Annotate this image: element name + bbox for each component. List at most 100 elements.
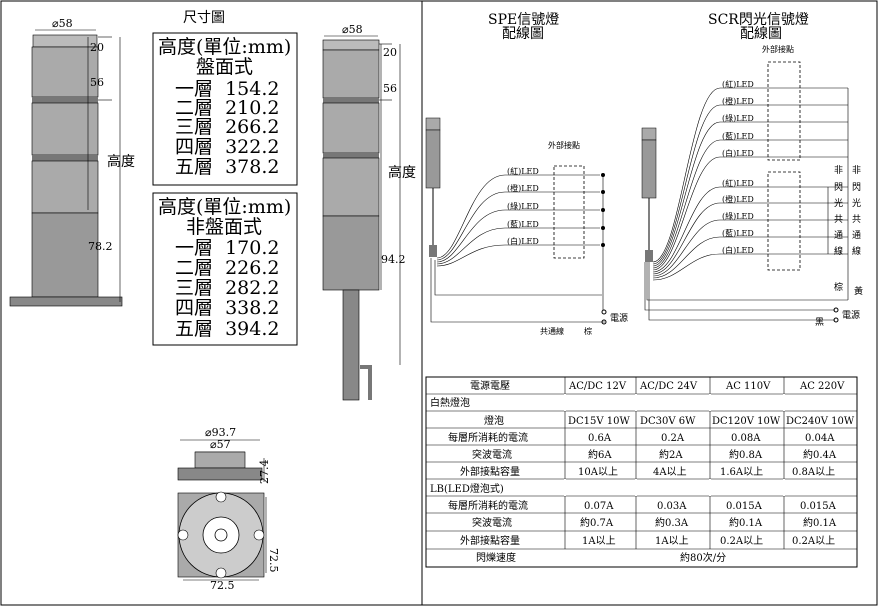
- nonpanel-sub: 非盤面式: [186, 216, 262, 238]
- r2-c4: 0.04A: [805, 433, 835, 444]
- r2-c3: 0.08A: [731, 433, 761, 444]
- r2-c0: 每層所消耗的電流: [448, 431, 528, 444]
- dim-d58-left: ⌀58: [52, 17, 73, 30]
- dim-d93-7: ⌀93.7: [205, 426, 236, 439]
- spe-common-label: 共通線: [540, 326, 564, 336]
- flash-value: 約80次/分: [680, 551, 726, 564]
- scr-col1-0: 非: [852, 164, 861, 176]
- r6-c0: 突波電流: [472, 516, 512, 529]
- scr-col1-4: 通: [852, 230, 861, 241]
- nonpanel-row-2: 二層 226.2: [175, 257, 279, 279]
- r3-c0: 突波電流: [472, 448, 512, 461]
- panel-header: 高度(單位:mm): [158, 36, 291, 58]
- scr-title-2: 配線圖: [740, 26, 782, 42]
- scr-title-1: SCR閃光信號燈: [708, 12, 809, 28]
- scr-led2-green: (綠)LED: [722, 211, 754, 221]
- dim-20-left: 20: [90, 41, 104, 54]
- panel-row-2: 二層 210.2: [175, 97, 279, 119]
- scr-power-label: 電源: [842, 310, 860, 321]
- scr-led2-white: (白)LED: [722, 245, 754, 255]
- dim-94-2: 94.2: [381, 253, 406, 266]
- r1-c4: DC240V 10W: [786, 416, 855, 427]
- scr-led2-red: (紅)LED: [722, 178, 754, 188]
- r6-c3: 約0.1A: [729, 516, 763, 529]
- th-110v: AC 110V: [725, 381, 771, 392]
- tower-panel-drawing: ⌀58 20 56 高度 78.2: [9, 17, 135, 307]
- panel-sub: 盤面式: [196, 56, 253, 78]
- dim-d58-right: ⌀58: [342, 23, 363, 36]
- r7-c3: 0.2A以上: [720, 535, 763, 547]
- r1-c0: 燈泡: [484, 414, 504, 427]
- dim-27-4: 27.4: [258, 460, 271, 485]
- scr-led-white: (白)LED: [722, 148, 754, 158]
- scr-black-label: 黑: [815, 317, 824, 328]
- dim-20-right: 20: [383, 46, 397, 59]
- r5-c4: 0.015A: [800, 501, 837, 512]
- nonpanel-row-4: 四層 338.2: [175, 297, 279, 319]
- nonpanel-row-1: 一層 170.2: [175, 237, 279, 259]
- r7-c1: 1A以上: [582, 535, 616, 547]
- scr-ext-label: 外部接點: [762, 44, 794, 54]
- panel-row-4: 四層 322.2: [175, 136, 279, 158]
- r4-c4: 0.8A以上: [792, 466, 835, 478]
- scr-brown-label: 棕: [834, 281, 843, 293]
- th-220v: AC 220V: [799, 381, 845, 392]
- spe-led-red: (紅)LED: [507, 166, 539, 176]
- r4-c3: 1.6A以上: [720, 466, 763, 478]
- r3-c1: 約6A: [588, 448, 612, 461]
- spe-title-2: 配線圖: [502, 26, 544, 42]
- r5-c0: 每層所消耗的電流: [448, 499, 528, 512]
- spe-led-orange: (橙)LED: [507, 183, 539, 193]
- scr-led-red: (紅)LED: [722, 79, 754, 89]
- nonpanel-row-3: 三層 282.2: [175, 277, 279, 299]
- panel-row-5: 五層 378.2: [175, 156, 279, 178]
- dim-78-2: 78.2: [88, 240, 113, 253]
- r7-c4: 0.2A以上: [792, 535, 835, 547]
- r5-c1: 0.07A: [584, 501, 614, 512]
- tower-nonpanel-drawing: ⌀58 20 56 高度 94.2: [322, 23, 416, 401]
- section-led: LB(LED燈泡式): [430, 482, 504, 495]
- th-voltage: 電源電壓: [470, 379, 510, 392]
- dim-56-right: 56: [383, 82, 397, 95]
- spe-led-blue: (藍)LED: [507, 219, 539, 229]
- nonpanel-header: 高度(單位:mm): [158, 196, 291, 218]
- r1-c1: DC15V 10W: [568, 416, 631, 427]
- height-label-right: 高度: [388, 164, 416, 181]
- spe-led-lines: [430, 174, 605, 323]
- r7-c0: 外部接點容量: [460, 534, 520, 547]
- spe-led-white: (白)LED: [507, 236, 539, 246]
- scr-led-blue: (藍)LED: [722, 131, 754, 141]
- base-bottom-view: 72.5 72.5: [177, 491, 280, 592]
- r5-c2: 0.03A: [657, 501, 687, 512]
- scr-col2-0: 閃: [834, 182, 843, 193]
- scr-col1-5: 線: [852, 245, 861, 257]
- dims-title: 尺寸圖: [183, 10, 225, 26]
- nonpanel-row-5: 五層 394.2: [175, 318, 279, 340]
- r6-c2: 約0.3A: [655, 516, 689, 529]
- scr-col1-2: 光: [852, 197, 861, 209]
- height-label-left: 高度: [107, 153, 135, 170]
- scr-yellow-label: 黃: [854, 285, 863, 297]
- r3-c3: 約0.8A: [729, 448, 763, 461]
- scr-led2-blue: (藍)LED: [722, 228, 754, 238]
- r5-c3: 0.015A: [726, 501, 763, 512]
- dim-56-left: 56: [90, 76, 104, 89]
- scr-wiring-diagram: SCR閃光信號燈 配線圖 外部接點 (紅)LED (橙)LED: [641, 12, 863, 328]
- scr-led-orange: (橙)LED: [722, 96, 754, 106]
- scr-col2-1: 光: [834, 197, 843, 209]
- dim-72-5-h: 72.5: [210, 579, 235, 592]
- spe-wiring-diagram: SPE信號燈 配線圖 外部接點 (紅)LED (橙)LED (綠)LED (藍)…: [425, 12, 628, 336]
- nonpanel-height-box: 高度(單位:mm) 非盤面式 一層 170.2 二層 226.2 三層 282.…: [152, 192, 298, 346]
- spe-power-label: 電源: [610, 313, 628, 324]
- r6-c1: 約0.7A: [580, 516, 614, 529]
- scr-col1-3: 共: [852, 214, 861, 225]
- base-side-view: ⌀93.7 ⌀57 27.4: [177, 426, 271, 485]
- dim-d57: ⌀57: [210, 438, 231, 451]
- scr-col1-1: 閃: [852, 182, 861, 193]
- spe-ext-label: 外部接點: [548, 140, 580, 150]
- panel-row-3: 三層 266.2: [175, 116, 279, 138]
- r4-c0: 外部接點容量: [460, 465, 520, 478]
- spe-led-green: (綠)LED: [507, 201, 539, 211]
